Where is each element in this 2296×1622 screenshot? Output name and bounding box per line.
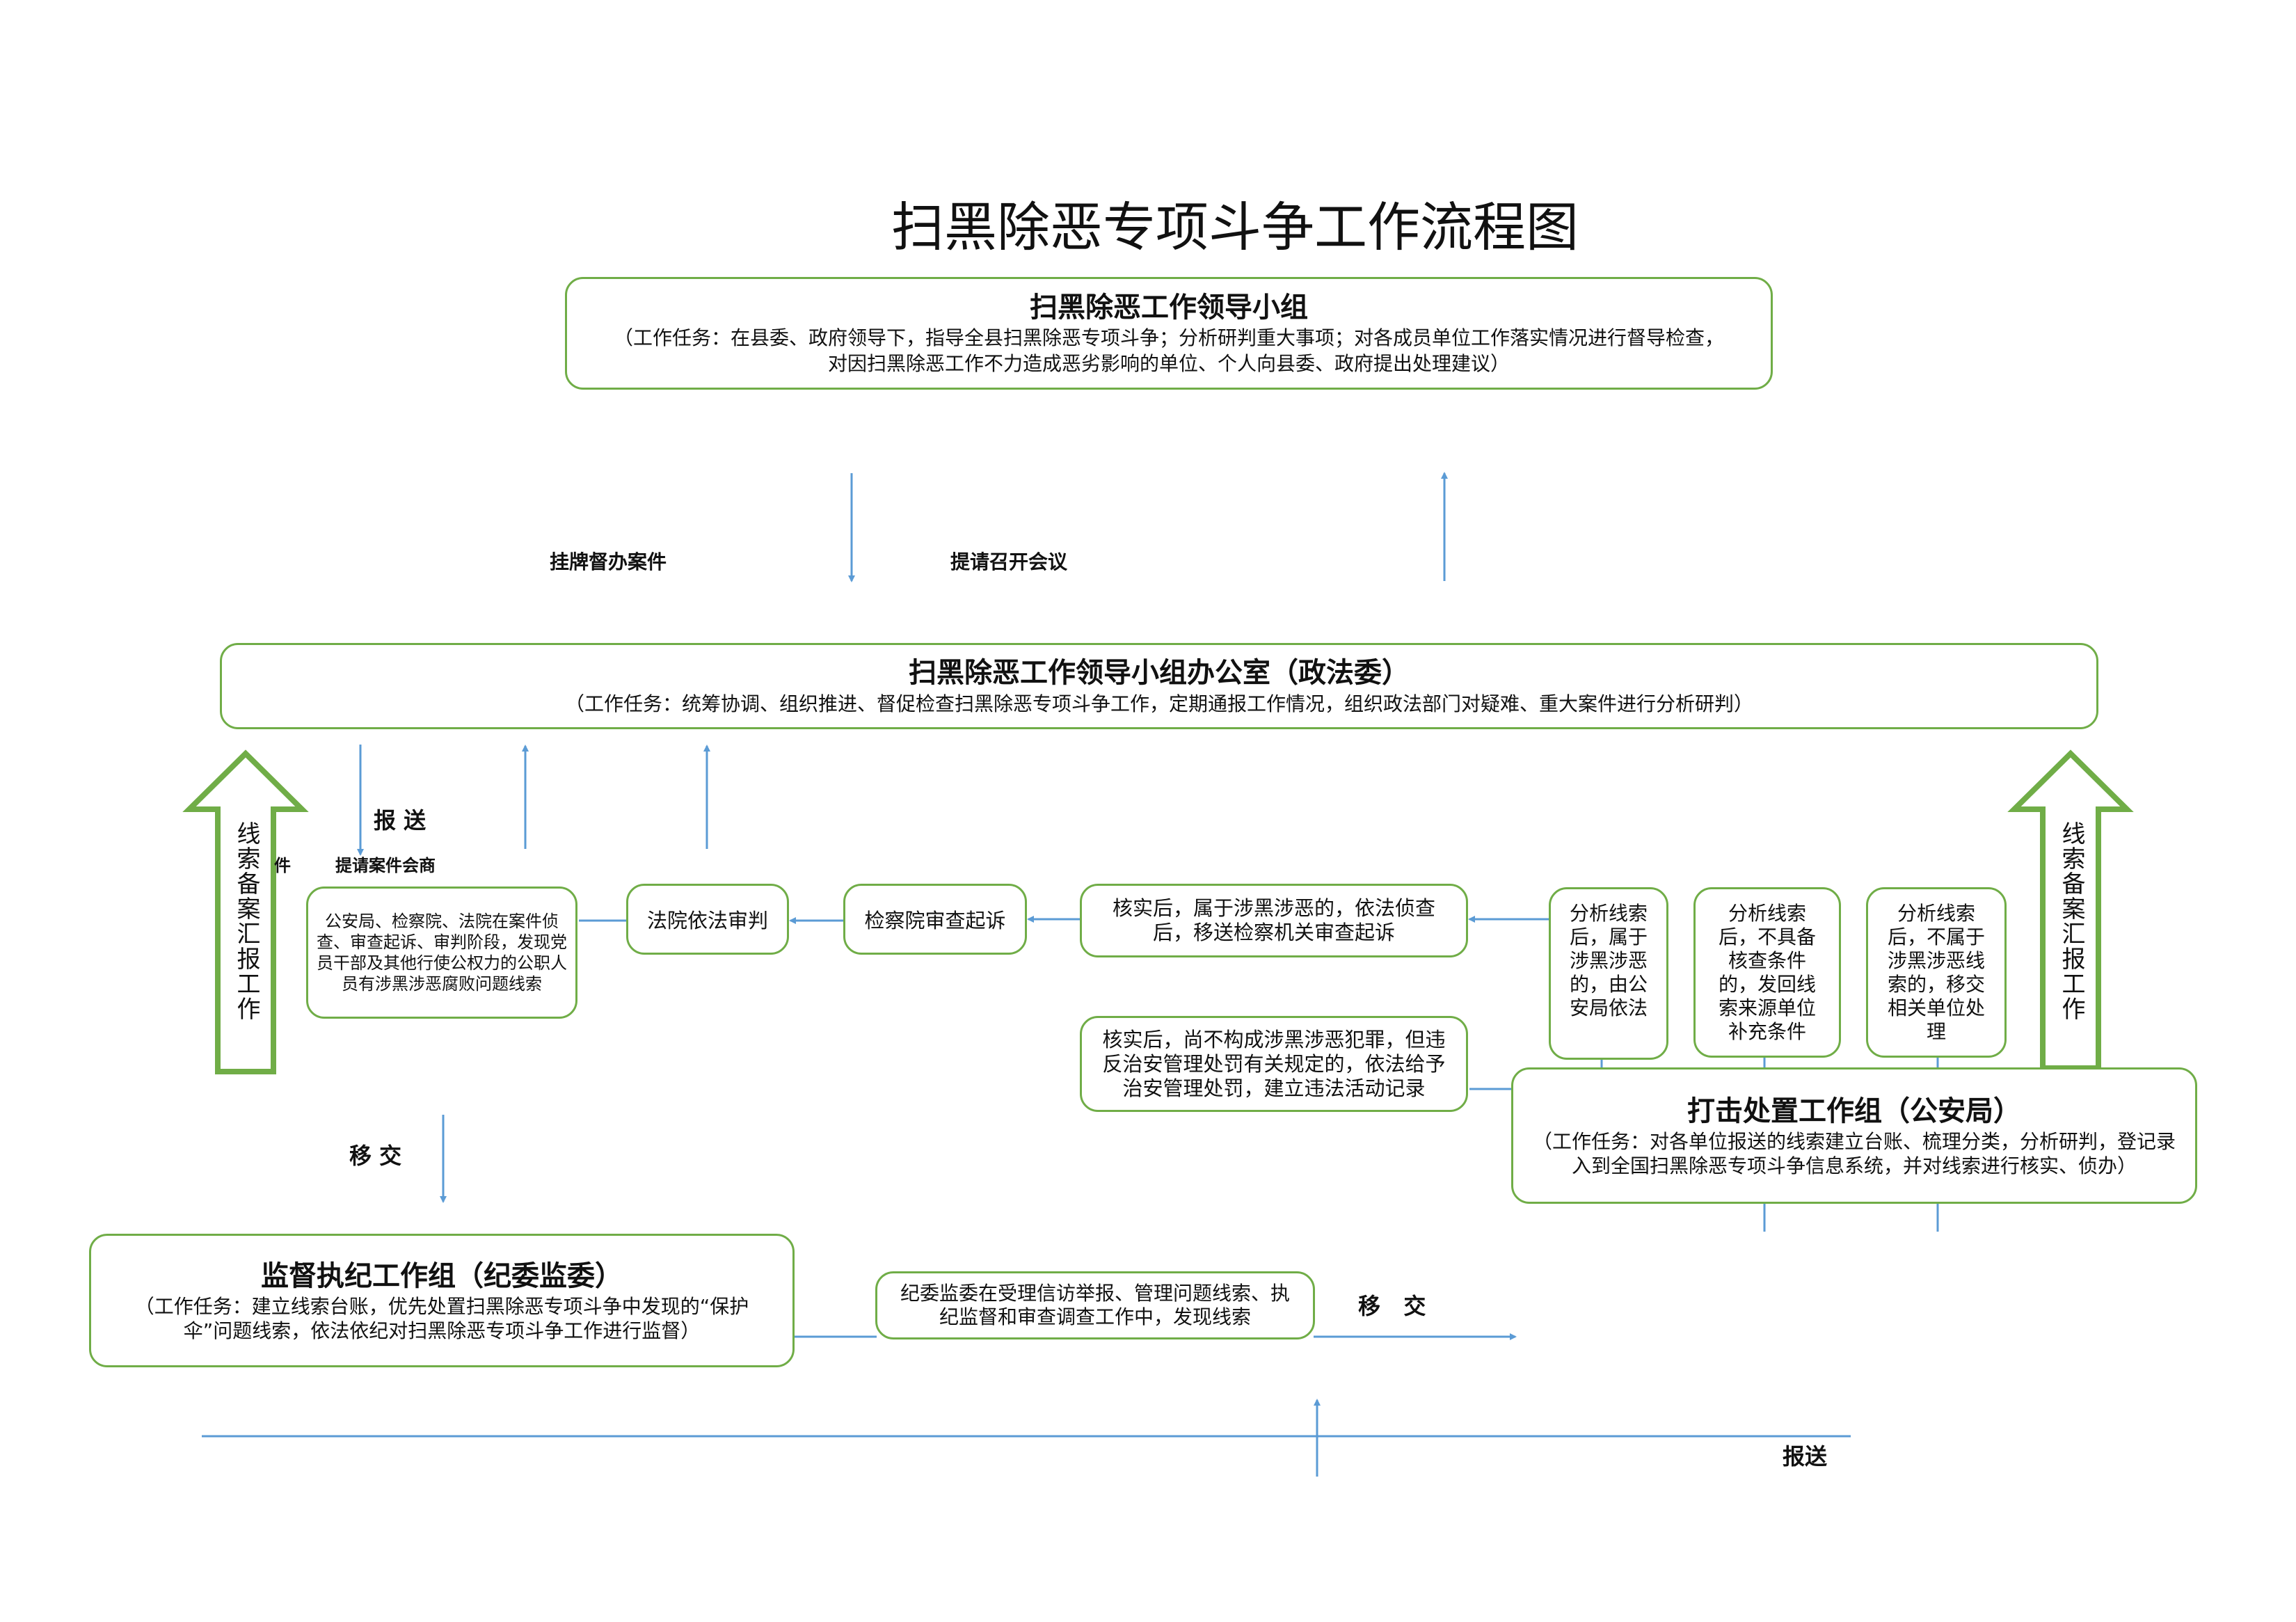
supervise-group-title: 监督执纪工作组（纪委监委） [261, 1260, 623, 1292]
label-yi-jiao-left: 移 交 [349, 1143, 402, 1169]
fenxi-3-text: 分析线索后，不属于涉黑涉恶线索的，移交相关单位处理 [1887, 902, 1985, 1043]
fenxi-1-box: 分析线索后，属于涉黑涉恶的，由公安局依法 [1549, 887, 1668, 1060]
heshi-1-text: 核实后，属于涉黑涉恶的，依法侦查后，移送检察机关审查起诉 [1112, 896, 1435, 944]
heshi-2-box: 核实后，尚不构成涉黑涉恶犯罪，但违反治安管理处罚有关规定的，依法给予治安管理处罚… [1080, 1016, 1468, 1112]
label-bao-song-bottom: 报送 [1783, 1443, 1828, 1470]
jiwei-find-text: 纪委监委在受理信访举报、管理问题线索、执纪监督和审查调查工作中，发现线索 [900, 1282, 1290, 1328]
strike-group-title: 打击处置工作组（公安局） [1687, 1095, 2021, 1127]
leader-group-desc-2: 对因扫黑除恶工作不力造成恶劣影响的单位、个人向县委、政府提出处理建议） [827, 352, 1510, 375]
label-ti-qing-an-jian: 提请案件会商 [335, 856, 436, 875]
strike-group-desc: （工作任务：对各单位报送的线索建立台账、梳理分类，分析研判，登记录入到全国扫黑除… [1532, 1130, 2176, 1177]
label-bao-song-left: 报 送 [374, 807, 426, 834]
label-gua-pai: 挂牌督办案件 [550, 550, 667, 573]
jiwei-find-box: 纪委监委在受理信访举报、管理问题线索、执纪监督和审查调查工作中，发现线索 [875, 1271, 1315, 1339]
jianchayuan-text: 检察院审查起诉 [864, 909, 1006, 932]
heshi-1-box: 核实后，属于涉黑涉恶的，依法侦查后，移送检察机关审查起诉 [1080, 884, 1468, 957]
page-title: 扫黑除恶专项斗争工作流程图 [891, 196, 1579, 258]
right-arrow-text: 线索备案汇报工作 [2057, 821, 2085, 1021]
fenxi-3-box: 分析线索后，不属于涉黑涉恶线索的，移交相关单位处理 [1866, 887, 2007, 1058]
supervise-group-box: 监督执纪工作组（纪委监委） （工作任务：建立线索台账，优先处置扫黑除恶专项斗争中… [89, 1234, 795, 1367]
office-title: 扫黑除恶工作领导小组办公室（政法委） [909, 657, 1410, 689]
office-desc: （工作任务：统筹协调、组织推进、督促检查扫黑除恶专项斗争工作，定期通报工作情况，… [564, 692, 1753, 715]
supervise-group-desc: （工作任务：建立线索台账，优先处置扫黑除恶专项斗争中发现的“保护伞”问题线索，依… [134, 1295, 749, 1342]
label-ti-qing-hui-yi: 提请召开会议 [950, 550, 1068, 573]
fenxi-2-box: 分析线索后，不具备核查条件的，发回线索来源单位补充条件 [1693, 887, 1841, 1058]
strike-group-box: 打击处置工作组（公安局） （工作任务：对各单位报送的线索建立台账、梳理分类，分析… [1511, 1067, 2197, 1204]
left-arrow-text: 线索备案汇报工作 [232, 821, 260, 1021]
office-box: 扫黑除恶工作领导小组办公室（政法委） （工作任务：统筹协调、组织推进、督促检查扫… [220, 643, 2098, 729]
heshi-2-text: 核实后，尚不构成涉黑涉恶犯罪，但违反治安管理处罚有关规定的，依法给予治安管理处罚… [1102, 1027, 1446, 1100]
leader-group-box: 扫黑除恶工作领导小组 （工作任务：在县委、政府领导下，指导全县扫黑除恶专项斗争；… [565, 277, 1773, 390]
leader-group-title: 扫黑除恶工作领导小组 [1030, 292, 1308, 324]
gongjian-box: 公安局、检察院、法院在案件侦查、审查起诉、审判阶段，发现党员干部及其他行使公权力… [306, 886, 577, 1019]
left-side-arrow [182, 749, 309, 1074]
fenxi-1-text: 分析线索后，属于涉黑涉恶的，由公安局依法 [1569, 902, 1648, 1019]
jianchayuan-box: 检察院审查起诉 [843, 884, 1027, 955]
fayuan-text: 法院依法审判 [646, 909, 768, 932]
gongjian-text: 公安局、检察院、法院在案件侦查、审查起诉、审判阶段，发现党员干部及其他行使公权力… [317, 912, 567, 994]
leader-group-desc-1: （工作任务：在县委、政府领导下，指导全县扫黑除恶专项斗争；分析研判重大事项；对各… [613, 326, 1724, 349]
label-jian-partial: 件 [274, 856, 291, 875]
label-yi-jiao-mid: 移 交 [1358, 1293, 1426, 1319]
fayuan-box: 法院依法审判 [626, 884, 789, 955]
fenxi-2-text: 分析线索后，不具备核查条件的，发回线索来源单位补充条件 [1718, 901, 1816, 1043]
